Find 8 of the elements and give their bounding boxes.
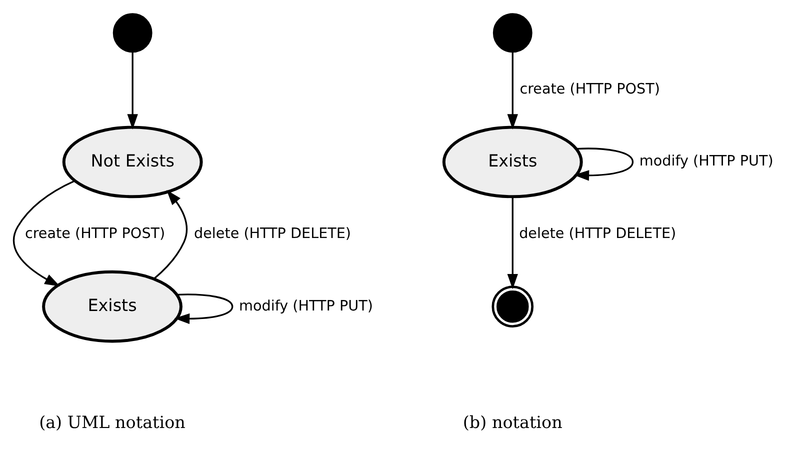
edge-label: create (HTTP POST) xyxy=(24,226,166,242)
label: (a) UML notation xyxy=(39,412,186,432)
edge-label: delete (HTTP DELETE) xyxy=(519,226,676,242)
edge-label: create (HTTP POST) xyxy=(520,81,660,98)
edge-label: modify (HTTP PUT) xyxy=(639,154,774,170)
edge-label: modify (HTTP PUT) xyxy=(239,298,373,314)
edge-label: delete (HTTP DELETE) xyxy=(194,226,352,242)
label: (b) notation xyxy=(462,412,562,432)
